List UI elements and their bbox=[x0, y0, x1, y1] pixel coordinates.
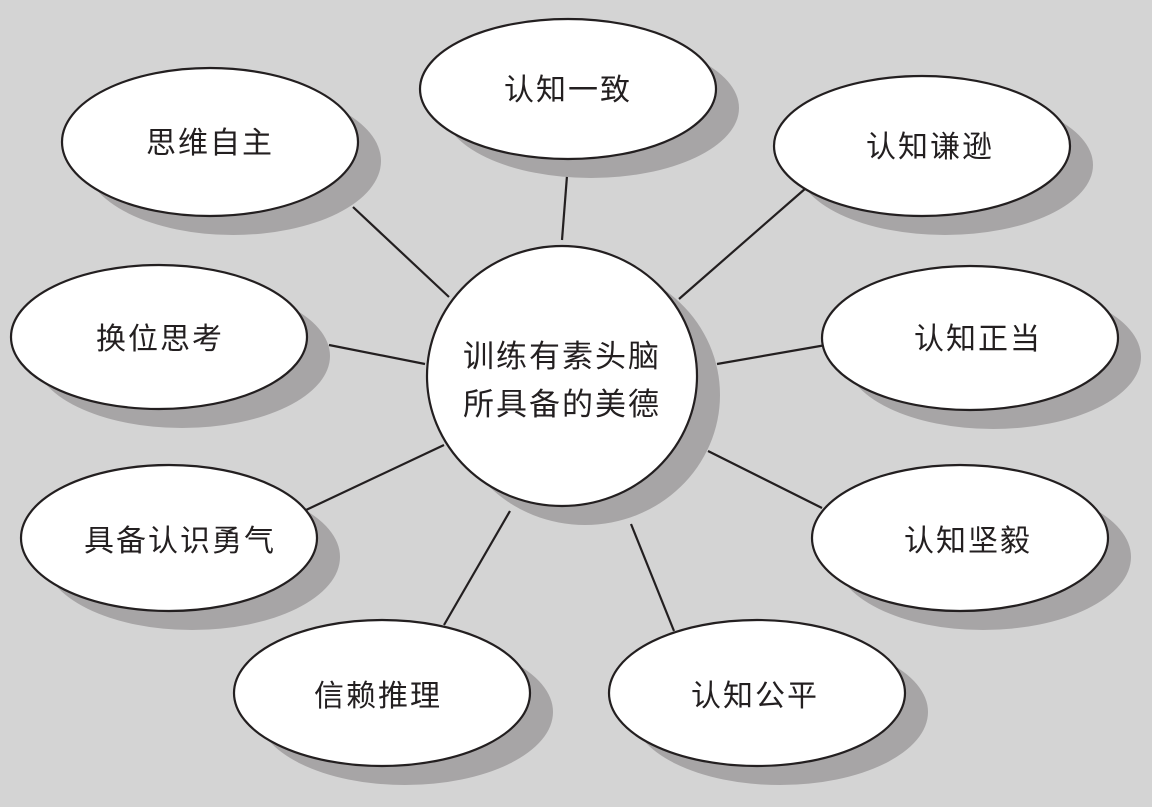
node-ellipse bbox=[820, 264, 1120, 412]
node-cognitive-courage: 具备认识勇气 bbox=[19, 463, 319, 613]
node-label: 认知一致 bbox=[504, 73, 632, 108]
node-label: 认知正当 bbox=[914, 322, 1042, 357]
node-ellipse bbox=[232, 618, 532, 768]
connector-cognitive-courage bbox=[305, 444, 445, 511]
connector-cognitive-fairness bbox=[629, 523, 676, 632]
connector-autonomous-thinking bbox=[352, 206, 450, 298]
connector-cognitive-perseverance bbox=[707, 450, 823, 509]
node-label: 信赖推理 bbox=[314, 679, 442, 714]
node-ellipse bbox=[60, 66, 360, 218]
node-perspective-taking: 换位思考 bbox=[9, 263, 309, 411]
connector-perspective-taking bbox=[328, 343, 426, 366]
center-label-line2: 所具备的美德 bbox=[463, 387, 661, 423]
center-circle bbox=[425, 244, 699, 508]
connector-cognitive-integrity bbox=[716, 343, 827, 366]
node-ellipse bbox=[607, 618, 907, 768]
node-ellipse bbox=[9, 263, 309, 411]
node-label: 认知坚毅 bbox=[904, 524, 1032, 559]
center-label-line1: 训练有素头脑 bbox=[463, 339, 661, 375]
outer-nodes: 认知一致 认知谦逊 认知正当 认知坚毅 认知公平 信赖推理 具备认识勇气 换位 bbox=[9, 17, 1120, 768]
node-label: 具备认识勇气 bbox=[84, 524, 276, 559]
node-trust-reasoning: 信赖推理 bbox=[232, 618, 532, 768]
node-cognitive-humility: 认知谦逊 bbox=[772, 74, 1072, 218]
connector-trust-reasoning bbox=[443, 510, 511, 626]
node-ellipse bbox=[19, 463, 319, 613]
node-autonomous-thinking: 思维自主 bbox=[60, 66, 360, 218]
node-ellipse bbox=[810, 463, 1110, 613]
node-label: 换位思考 bbox=[96, 322, 224, 357]
node-cognitive-integrity: 认知正当 bbox=[820, 264, 1120, 412]
node-cognitive-consistency: 认知一致 bbox=[418, 17, 718, 161]
node-ellipse bbox=[418, 17, 718, 161]
node-label: 认知谦逊 bbox=[866, 130, 994, 165]
node-ellipse bbox=[772, 74, 1072, 218]
connector-lines bbox=[305, 162, 827, 632]
node-cognitive-fairness: 认知公平 bbox=[607, 618, 907, 768]
node-label: 思维自主 bbox=[146, 126, 274, 161]
node-label: 认知公平 bbox=[691, 679, 819, 714]
connector-cognitive-humility bbox=[678, 187, 807, 300]
node-cognitive-perseverance: 认知坚毅 bbox=[810, 463, 1110, 613]
